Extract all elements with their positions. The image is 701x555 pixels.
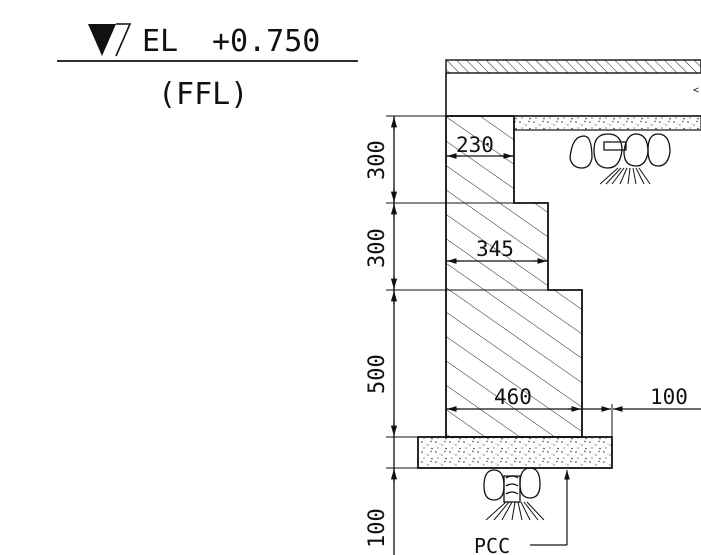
- level-label: EL: [142, 24, 178, 59]
- level-value: +0.750: [212, 24, 320, 59]
- stone-icon: [503, 475, 521, 503]
- floor-slab: <: [445, 59, 701, 131]
- level-marker: EL +0.750 (FFL): [57, 23, 358, 112]
- width-label-2: 345: [476, 237, 514, 261]
- pcc-block: [417, 436, 613, 469]
- width-label-3: 460: [494, 385, 532, 409]
- footing-pcc: [417, 436, 613, 469]
- level-triangle-outline-icon: [115, 23, 132, 57]
- rubble-soling-lower: [483, 467, 545, 521]
- height-label-3: 500: [365, 354, 390, 394]
- pcc-bed-under-slab: [513, 115, 701, 131]
- horizontal-dimensions: 230 345 460 100: [446, 133, 701, 437]
- stone-icon: [519, 467, 541, 499]
- soil-spikes-icon: [485, 501, 545, 521]
- slab-arrow-mark: <: [693, 85, 699, 96]
- rubble-soling-upper: [569, 133, 671, 185]
- floor-finish-layer: [445, 59, 701, 74]
- width-label-1: 230: [456, 133, 494, 157]
- stone-icon: [593, 133, 623, 169]
- soil-spikes-icon: [599, 167, 651, 185]
- stone-icon: [569, 135, 593, 169]
- pcc-callout: PCC: [474, 470, 570, 555]
- stone-icon: [483, 469, 505, 501]
- stone-icon: [623, 133, 649, 167]
- height-label-2: 300: [365, 228, 390, 268]
- stone-icon: [505, 475, 519, 495]
- height-label-4: 100: [365, 508, 390, 548]
- stone-icon: [647, 133, 671, 167]
- height-label-1: 300: [365, 140, 390, 180]
- stone-icon: [603, 141, 627, 151]
- level-triangle-icon: [88, 24, 116, 56]
- vertical-dimensions: 300 300 500 100: [365, 115, 548, 555]
- level-note: (FFL): [158, 77, 248, 112]
- callout-label: PCC: [474, 534, 510, 555]
- width-label-4: 100: [650, 385, 688, 409]
